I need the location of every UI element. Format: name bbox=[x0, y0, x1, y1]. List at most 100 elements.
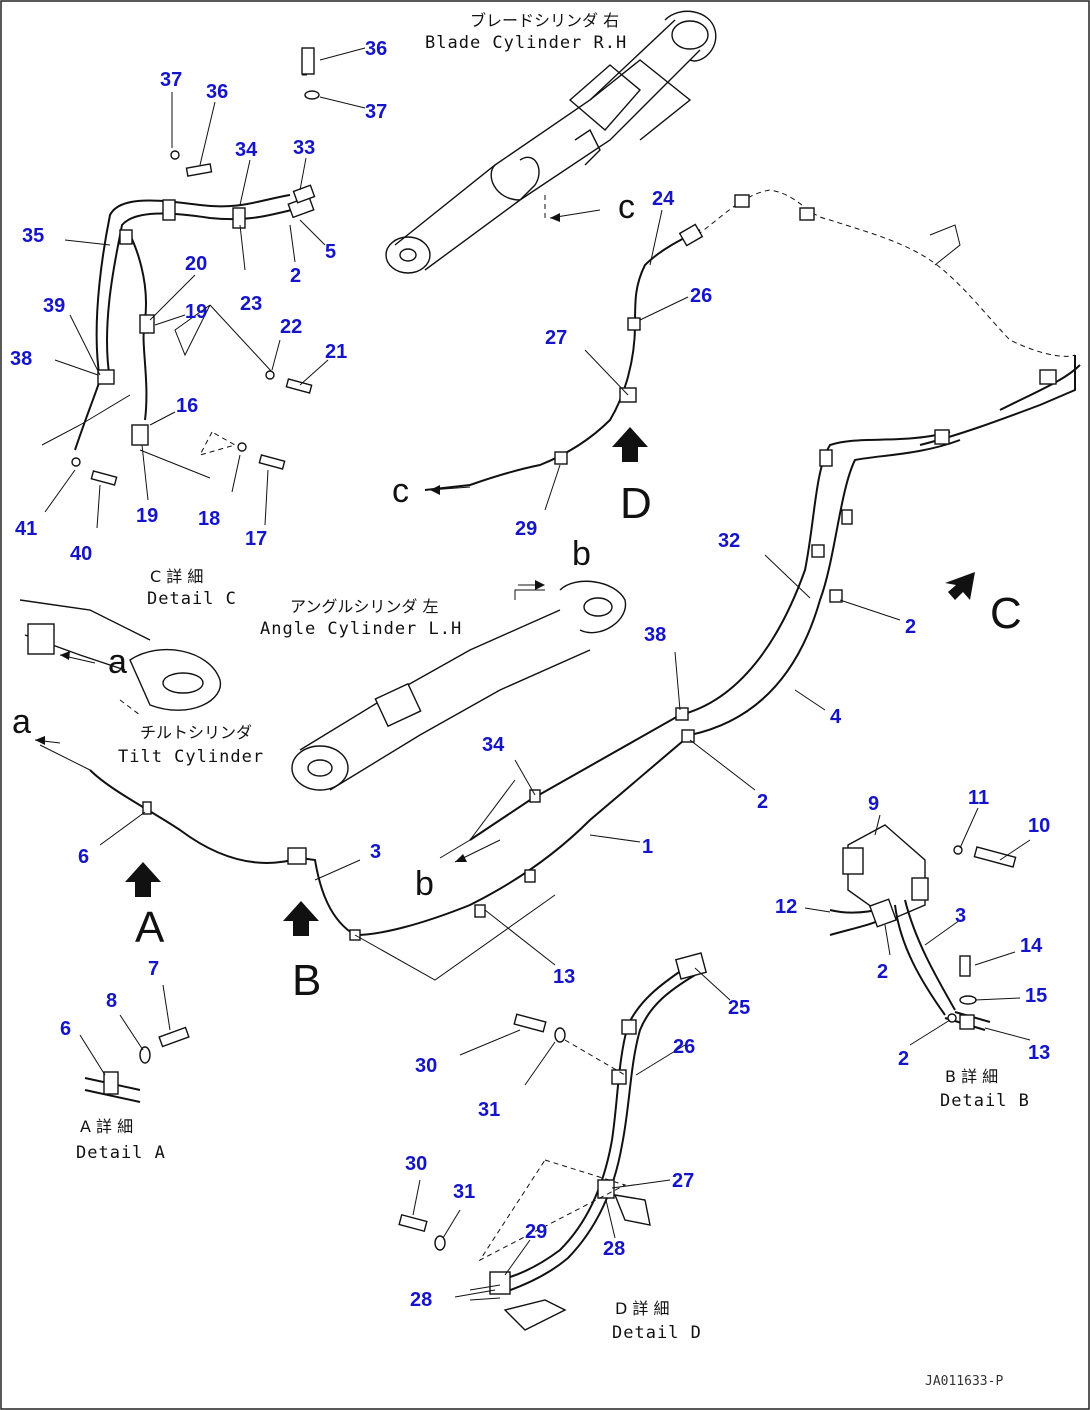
drawing-code: JA011633-P bbox=[925, 1374, 1003, 1389]
detail-c-caption-en: Detail C bbox=[147, 589, 237, 609]
callout-2: 2 bbox=[290, 265, 301, 287]
callout-8: 8 bbox=[106, 990, 117, 1012]
callout-29-detail-d: 29 bbox=[525, 1221, 547, 1243]
callout-3: 3 bbox=[370, 841, 381, 863]
callout-34-main: 34 bbox=[482, 734, 505, 756]
callout-18: 18 bbox=[198, 508, 220, 530]
detail-d-caption-jp: D 詳 細 bbox=[615, 1299, 670, 1318]
angle-cylinder-label-jp: アングルシリンダ 左 bbox=[290, 597, 438, 616]
callout-16: 16 bbox=[176, 395, 198, 417]
detail-a-drawing bbox=[84, 1026, 190, 1103]
callout-36: 36 bbox=[206, 81, 228, 103]
callout-29: 29 bbox=[515, 518, 537, 540]
callout-7: 7 bbox=[148, 958, 159, 980]
blade-cylinder-drawing bbox=[385, 10, 717, 274]
detail-b-drawing bbox=[829, 824, 1017, 1031]
part-callouts: 37 36 34 33 35 20 19 23 2 5 39 38 22 21 … bbox=[10, 38, 1050, 1311]
tilt-cylinder-label-jp: チルトシリンダ bbox=[140, 723, 252, 742]
view-arrow-b bbox=[283, 901, 319, 936]
detail-d-caption-en: Detail D bbox=[612, 1323, 702, 1343]
callout-22: 22 bbox=[280, 316, 302, 338]
callout-28a: 28 bbox=[603, 1238, 625, 1260]
callout-2-detail-b-a: 2 bbox=[877, 961, 888, 983]
callout-1: 1 bbox=[642, 836, 653, 858]
callout-39: 39 bbox=[43, 295, 65, 317]
angle-cylinder-drawing bbox=[291, 580, 627, 791]
leader-lines bbox=[44, 47, 1031, 1298]
callout-23: 23 bbox=[240, 293, 262, 315]
tilt-cylinder-label-en: Tilt Cylinder bbox=[118, 747, 264, 767]
view-arrows bbox=[34, 209, 975, 936]
view-letter-b-lower-1: b bbox=[572, 535, 591, 573]
callout-40: 40 bbox=[70, 543, 92, 565]
detail-c-drawing bbox=[41, 47, 320, 486]
callout-34: 34 bbox=[235, 139, 258, 161]
callout-5: 5 bbox=[325, 241, 336, 263]
callout-2-main-b: 2 bbox=[757, 791, 768, 813]
view-letter-a-upper: A bbox=[135, 903, 165, 952]
view-letter-d-upper: D bbox=[620, 479, 652, 528]
callout-20: 20 bbox=[185, 253, 207, 275]
callout-30b: 30 bbox=[405, 1153, 427, 1175]
callout-27: 27 bbox=[545, 327, 567, 349]
cylinder-labels: ブレードシリンダ 右 Blade Cylinder R.H アングルシリンダ 左… bbox=[118, 11, 627, 767]
callout-38-main: 38 bbox=[644, 624, 666, 646]
tilt-cylinder-drawing bbox=[19, 599, 222, 716]
callout-27-detail-d: 27 bbox=[672, 1170, 694, 1192]
view-letter-a-lower-1: a bbox=[108, 643, 127, 681]
callout-13-detail-b: 13 bbox=[1028, 1042, 1050, 1064]
callout-19: 19 bbox=[185, 301, 207, 323]
detail-d-drawing bbox=[398, 952, 708, 1331]
view-letter-b-lower-2: b bbox=[415, 865, 434, 903]
callout-36b: 36 bbox=[365, 38, 387, 60]
view-letter-a-lower-2: a bbox=[12, 703, 31, 741]
callout-15: 15 bbox=[1025, 985, 1047, 1007]
view-arrow-a bbox=[125, 862, 161, 897]
callout-4: 4 bbox=[830, 706, 842, 728]
view-letters: A B C D a a b b c c bbox=[12, 188, 1022, 1005]
callout-2-main-a: 2 bbox=[905, 616, 916, 638]
callout-25: 25 bbox=[728, 997, 750, 1019]
detail-c-caption-jp: C 詳 細 bbox=[150, 567, 203, 586]
callout-38: 38 bbox=[10, 348, 32, 370]
callout-21: 21 bbox=[325, 341, 347, 363]
callout-10: 10 bbox=[1028, 815, 1050, 837]
callout-24: 24 bbox=[652, 188, 675, 210]
callout-14: 14 bbox=[1020, 935, 1043, 957]
main-hose-routing bbox=[39, 189, 1081, 981]
callout-37: 37 bbox=[160, 69, 182, 91]
callout-37b: 37 bbox=[365, 101, 387, 123]
view-letter-c-lower-1: c bbox=[618, 188, 635, 226]
angle-cylinder-label-en: Angle Cylinder L.H bbox=[260, 619, 462, 639]
callout-26: 26 bbox=[690, 285, 712, 307]
callout-9: 9 bbox=[868, 793, 879, 815]
detail-a-caption-en: Detail A bbox=[76, 1143, 166, 1163]
callout-31b: 31 bbox=[453, 1181, 475, 1203]
callout-19b: 19 bbox=[136, 505, 158, 527]
detail-b-caption-en: Detail B bbox=[940, 1091, 1030, 1111]
blade-cylinder-label-en: Blade Cylinder R.H bbox=[425, 33, 627, 53]
detail-a-caption-jp: A 詳 細 bbox=[80, 1117, 133, 1136]
view-letter-b-upper: B bbox=[292, 956, 321, 1005]
detail-captions: C 詳 細 Detail C A 詳 細 Detail A B 詳 細 Deta… bbox=[76, 567, 1030, 1343]
callout-13: 13 bbox=[553, 966, 575, 988]
view-letter-c-upper: C bbox=[990, 589, 1022, 638]
callout-12: 12 bbox=[775, 896, 797, 918]
callout-31: 31 bbox=[478, 1099, 500, 1121]
callout-33: 33 bbox=[293, 137, 315, 159]
callout-30: 30 bbox=[415, 1055, 437, 1077]
callout-6-detail-a: 6 bbox=[60, 1018, 71, 1040]
callout-3-detail-b: 3 bbox=[955, 905, 966, 927]
callout-28b: 28 bbox=[410, 1289, 432, 1311]
callout-2-detail-b-b: 2 bbox=[898, 1048, 909, 1070]
callout-6: 6 bbox=[78, 846, 89, 868]
view-arrow-d bbox=[612, 427, 648, 462]
callout-26-detail-d: 26 bbox=[673, 1036, 695, 1058]
callout-11: 11 bbox=[968, 787, 989, 809]
callout-35: 35 bbox=[22, 225, 44, 247]
detail-b-caption-jp: B 詳 細 bbox=[945, 1067, 998, 1086]
view-letter-c-lower-2: c bbox=[392, 472, 409, 510]
